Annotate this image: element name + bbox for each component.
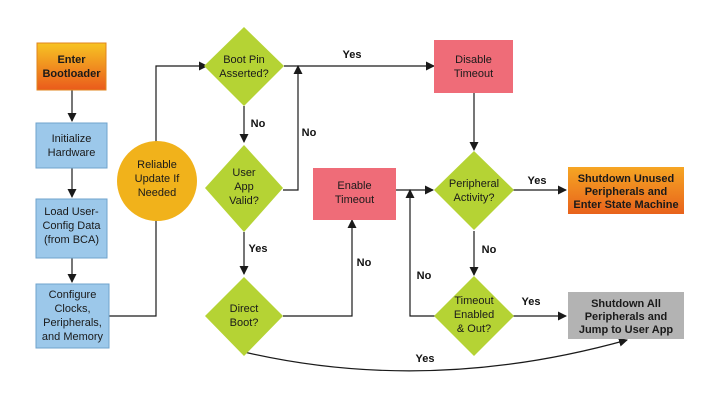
configure-line-4: and Memory (42, 331, 104, 343)
shutdown-all-line-3: Jump to User App (579, 324, 674, 336)
configure-line-3: Peripherals, (43, 317, 102, 329)
boot-pin-line-1: Boot Pin (223, 54, 265, 66)
disable-timeout-line-2: Timeout (454, 68, 493, 80)
node-direct-boot: Direct Boot? (205, 277, 283, 356)
label-userapp-yes: Yes (249, 243, 268, 255)
node-initialize-hardware: Initialize Hardware (35, 122, 108, 169)
configure-line-1: Configure (49, 289, 97, 301)
initialize-hardware-line-1: Initialize (52, 133, 92, 145)
shutdown-unused-line-2: Peripherals and (585, 186, 668, 198)
node-enter-bootloader: Enter Bootloader (36, 42, 107, 91)
user-app-line-1: User (232, 167, 256, 179)
node-timeout-enabled-out: Timeout Enabled & Out? (434, 276, 514, 356)
node-disable-timeout: Disable Timeout (434, 40, 513, 93)
direct-boot-line-2: Boot? (230, 317, 259, 329)
disable-timeout-line-1: Disable (455, 54, 492, 66)
node-load-config: Load User- Config Data (from BCA) (35, 198, 108, 259)
shutdown-unused-line-1: Shutdown Unused (578, 173, 675, 185)
node-peripheral-activity: Peripheral Activity? (434, 151, 514, 230)
label-bootpin-yes: Yes (343, 49, 362, 61)
node-user-app-valid: User App Valid? (205, 145, 283, 232)
label-peripheral-no: No (482, 244, 497, 256)
edge-directboot-no-to-enable (283, 219, 357, 317)
edge-timeout-no-to-peripheral (405, 189, 438, 317)
load-config-line-1: Load User- (44, 206, 99, 218)
timeout-enabled-line-1: Timeout (454, 295, 493, 307)
shutdown-all-line-1: Shutdown All (591, 298, 661, 310)
load-config-line-3: (from BCA) (44, 234, 99, 246)
reliable-update-line-1: Reliable (137, 159, 177, 171)
label-bootpin-no: No (251, 118, 266, 130)
label-timeout-yes: Yes (522, 296, 541, 308)
label-directboot-yes: Yes (416, 353, 435, 365)
shutdown-all-line-2: Peripherals and (585, 311, 668, 323)
enable-timeout-line-1: Enable (337, 180, 371, 192)
user-app-line-2: App (234, 181, 254, 193)
edge-userapp-no-to-bootpin (283, 65, 303, 191)
initialize-hardware-line-2: Hardware (48, 147, 96, 159)
enter-bootloader-line-2: Bootloader (42, 68, 101, 80)
node-reliable-update: Reliable Update If Needed (117, 141, 197, 221)
reliable-update-line-3: Needed (138, 187, 177, 199)
timeout-enabled-line-2: Enabled (454, 309, 494, 321)
node-enable-timeout: Enable Timeout (313, 168, 396, 220)
node-shutdown-unused: Shutdown Unused Peripherals and Enter St… (568, 167, 684, 214)
node-configure: Configure Clocks, Peripherals, and Memor… (35, 283, 110, 349)
shutdown-unused-line-3: Enter State Machine (573, 199, 678, 211)
timeout-enabled-line-3: & Out? (457, 323, 491, 335)
reliable-update-line-2: Update If (135, 173, 181, 185)
label-userapp-no: No (302, 127, 317, 139)
edge-directboot-yes-to-shutdownall (243, 337, 628, 372)
direct-boot-line-1: Direct (230, 303, 259, 315)
label-directboot-no: No (357, 257, 372, 269)
label-peripheral-yes: Yes (528, 175, 547, 187)
node-boot-pin-asserted: Boot Pin Asserted? (204, 27, 284, 106)
load-config-line-2: Config Data (42, 220, 101, 232)
configure-line-2: Clocks, (54, 303, 90, 315)
enter-bootloader-line-1: Enter (57, 54, 86, 66)
label-timeout-no: No (417, 270, 432, 282)
peripheral-activity-line-1: Peripheral (449, 178, 499, 190)
enable-timeout-line-2: Timeout (335, 194, 374, 206)
peripheral-activity-line-2: Activity? (454, 192, 495, 204)
user-app-line-3: Valid? (229, 195, 259, 207)
node-shutdown-all: Shutdown All Peripherals and Jump to Use… (568, 292, 684, 339)
edge-labels: Yes No No Yes No Yes Yes No No Yes (249, 49, 547, 365)
edges (67, 61, 628, 372)
boot-pin-line-2: Asserted? (219, 68, 269, 80)
